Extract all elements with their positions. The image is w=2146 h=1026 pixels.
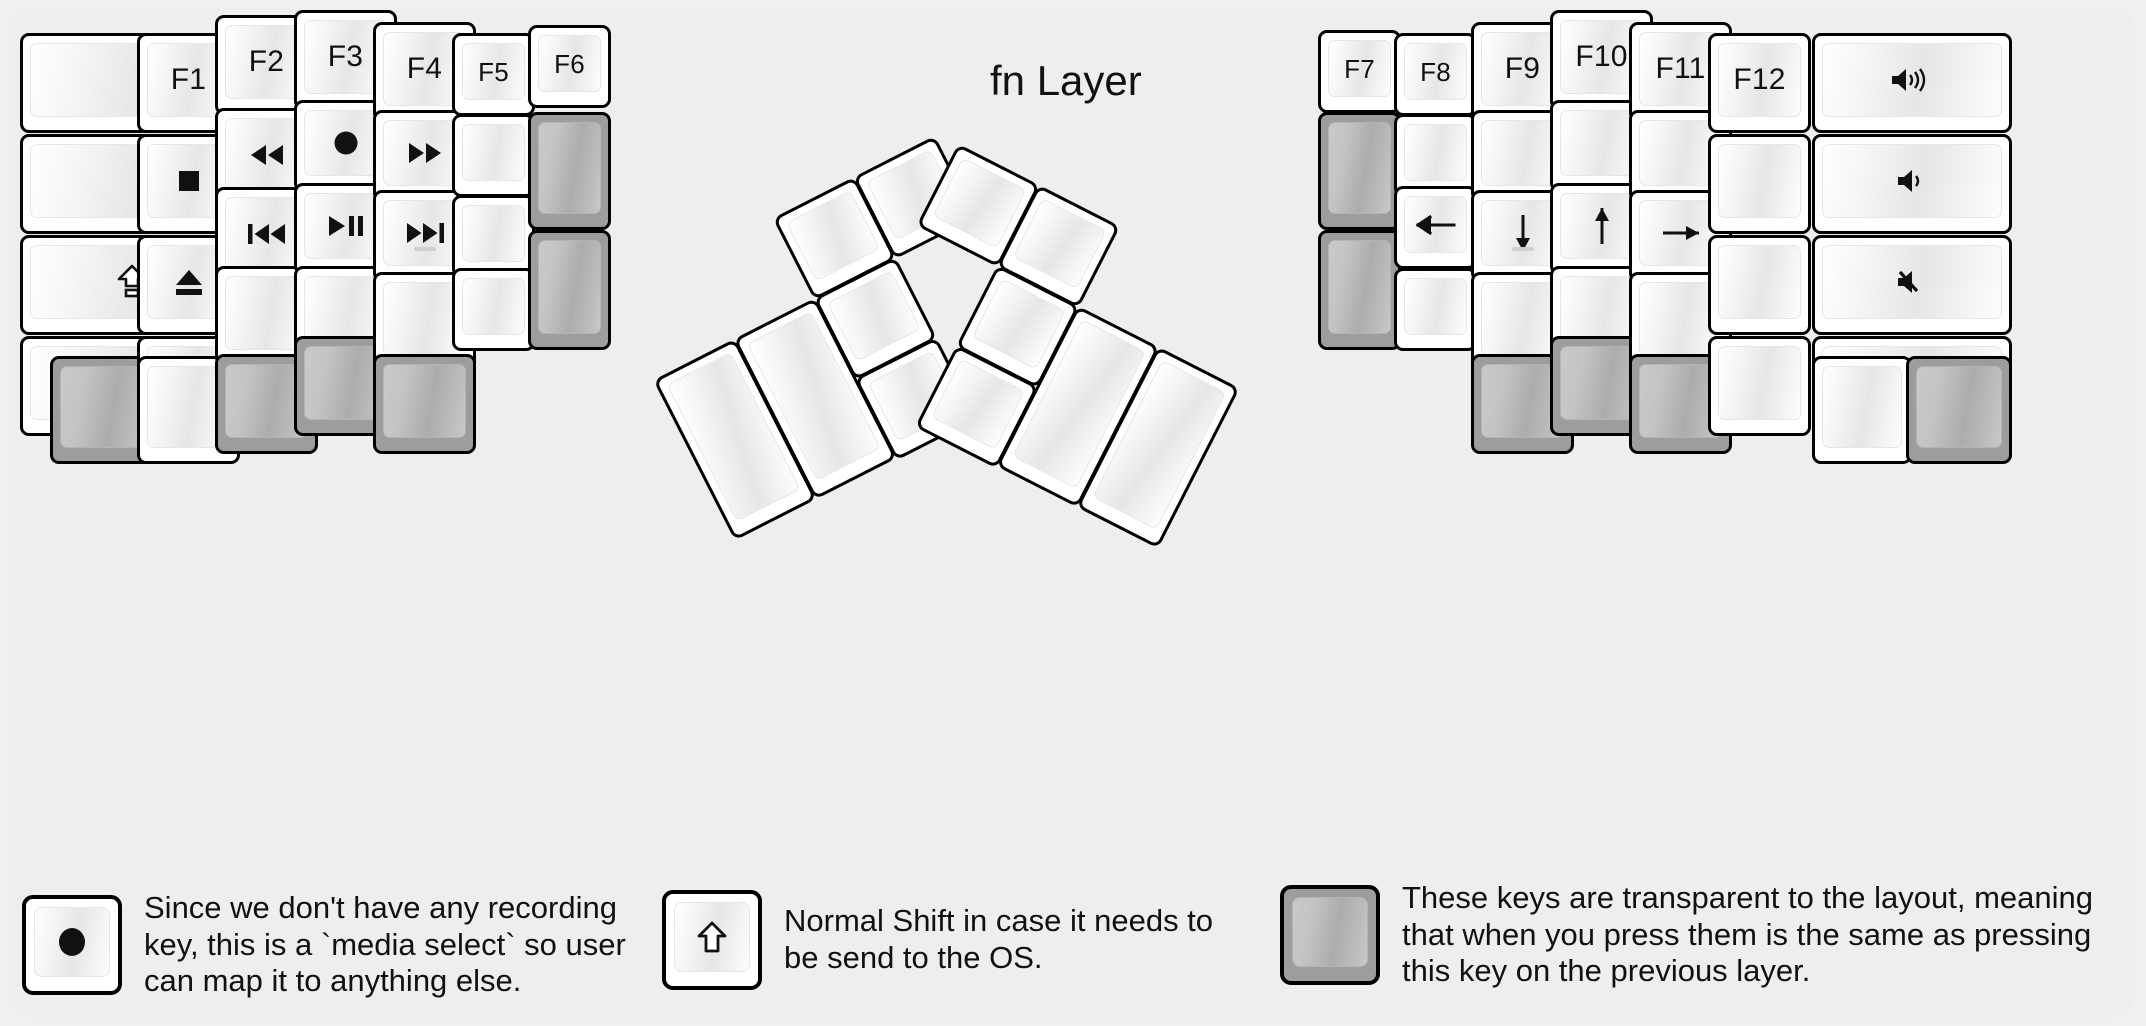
keycap: F7 (1328, 40, 1391, 97)
key-f5-r4[interactable] (452, 268, 535, 351)
legend-key-shift (662, 890, 762, 990)
key-f6-transparent-2[interactable] (528, 230, 611, 350)
legend-item-shift: Normal Shift in case it needs to be send… (662, 890, 1252, 990)
legend-text-transparent: These keys are transparent to the layout… (1402, 880, 2094, 989)
key-f7[interactable]: F7 (1318, 30, 1401, 113)
keycap (1328, 122, 1391, 214)
keycap (1404, 278, 1467, 335)
keycap (462, 278, 525, 335)
arrow-right-icon (1661, 221, 1701, 245)
keycap (538, 240, 601, 334)
media-rewind-icon (248, 144, 286, 166)
homing-bar (1511, 247, 1534, 251)
key-volume-down[interactable] (1812, 134, 2012, 234)
legend-text-shift: Normal Shift in case it needs to be send… (784, 903, 1214, 975)
keycap: F8 (1404, 43, 1467, 100)
key-f12-r3[interactable] (1708, 235, 1811, 335)
legend-key-record (22, 894, 122, 995)
media-record-icon (333, 130, 359, 156)
keycap (1718, 144, 1801, 218)
keycap (1822, 366, 1902, 448)
keycap: F6 (538, 35, 601, 92)
legend-item-record: Since we don't have any recording key, t… (22, 890, 662, 1000)
keycap (1404, 196, 1467, 253)
key-f4-transparent[interactable] (373, 354, 476, 454)
key-volume-up[interactable] (1812, 33, 2012, 133)
keycap (1404, 124, 1467, 181)
key-label: F10 (1575, 40, 1628, 73)
media-stop-icon (177, 169, 201, 193)
keycap (932, 157, 1027, 249)
legend-item-transparent: These keys are transparent to the layout… (1280, 880, 2120, 990)
keycap: F5 (462, 43, 525, 100)
key-label: F3 (327, 40, 364, 73)
keycap (1822, 245, 2002, 319)
keycap (462, 124, 525, 181)
key-f5[interactable]: F5 (452, 33, 535, 116)
keycap: F12 (1718, 43, 1801, 117)
media-play-pause-icon (327, 214, 365, 238)
arrow-up-icon (1590, 206, 1614, 246)
legend-key-transparent (1280, 884, 1380, 985)
key-label: F11 (1655, 52, 1706, 85)
keycap (931, 358, 1026, 450)
key-f12-r2[interactable] (1708, 134, 1811, 234)
shift-arrow-icon (697, 920, 727, 954)
key-f5-r3[interactable] (452, 195, 535, 278)
homing-bar (413, 247, 436, 251)
key-label: F6 (554, 48, 585, 79)
keycap (383, 364, 466, 438)
keycap (1292, 896, 1368, 967)
keycap (1822, 43, 2002, 117)
keycap (34, 906, 110, 977)
keycap (462, 205, 525, 262)
keycap (538, 122, 601, 214)
volume-down-icon (1895, 166, 1929, 196)
key-label: F5 (478, 56, 509, 87)
key-label: F12 (1733, 63, 1786, 96)
keycap (1718, 245, 1801, 319)
keycap (1012, 198, 1107, 290)
keycap (1822, 144, 2002, 218)
key-right-outer-transparent[interactable] (1906, 356, 2012, 464)
key-f12[interactable]: F12 (1708, 33, 1811, 133)
keycap (1718, 346, 1801, 420)
key-f8-r2[interactable] (1394, 114, 1477, 197)
keycap (1916, 366, 2002, 448)
key-label: F7 (1344, 53, 1375, 84)
page-title: fn Layer (990, 57, 1142, 104)
key-f5-r2[interactable] (452, 114, 535, 197)
key-volume-mute[interactable] (1812, 235, 2012, 335)
media-prev-track-icon (246, 222, 288, 246)
key-right-outer-r5[interactable] (1812, 356, 1912, 464)
legend-text-record: Since we don't have any recording key, t… (144, 890, 626, 999)
key-f8[interactable]: F8 (1394, 33, 1477, 116)
key-label: F9 (1504, 52, 1541, 85)
keycap (826, 270, 922, 362)
key-label: F4 (406, 52, 443, 85)
key-arrow-left[interactable] (1394, 186, 1477, 269)
media-next-track-icon (404, 221, 446, 245)
key-f6-transparent-1[interactable] (528, 112, 611, 230)
key-label: F1 (170, 63, 207, 96)
record-circle-icon (57, 927, 87, 957)
arrow-down-icon (1511, 213, 1535, 253)
key-f7-transparent-1[interactable] (1318, 112, 1401, 230)
media-eject-icon (174, 268, 204, 296)
keycap (1328, 240, 1391, 334)
arrow-left-icon (1415, 213, 1456, 237)
key-f6[interactable]: F6 (528, 25, 611, 108)
key-f12-r4[interactable] (1708, 336, 1811, 436)
volume-mute-icon (1895, 267, 1929, 297)
key-f8-r4[interactable] (1394, 268, 1477, 351)
volume-up-icon (1889, 65, 1935, 95)
keycap (674, 902, 750, 972)
key-label: F8 (1420, 56, 1451, 87)
key-label: F2 (248, 45, 285, 78)
keycap (971, 278, 1067, 370)
key-f7-transparent-2[interactable] (1318, 230, 1401, 350)
media-fast-forward-icon (406, 142, 444, 164)
